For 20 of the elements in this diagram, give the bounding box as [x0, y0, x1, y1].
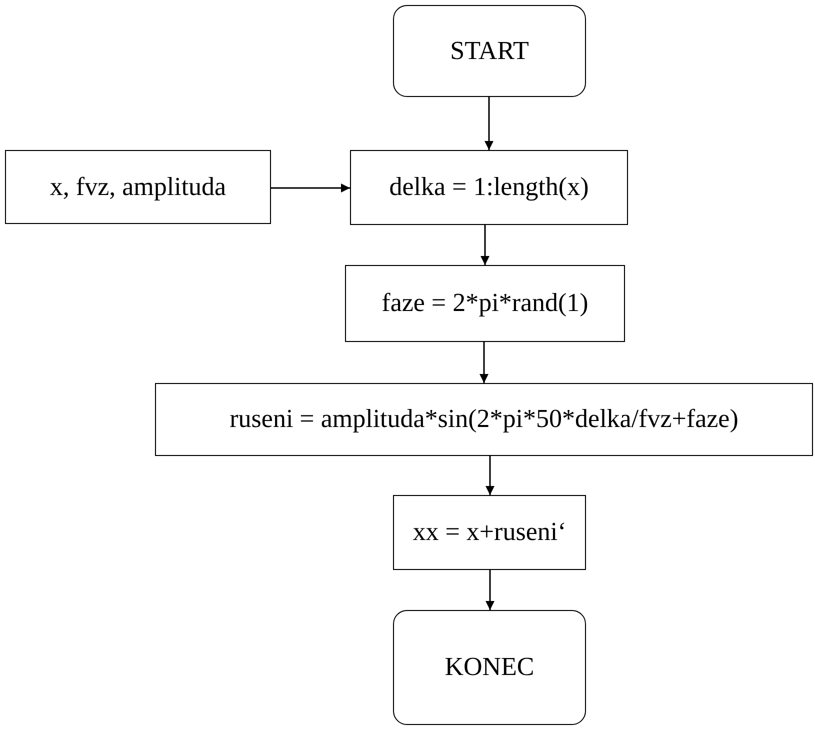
process-box [155, 383, 813, 456]
arrow [480, 342, 488, 383]
arrow [484, 97, 494, 150]
process-box [350, 150, 628, 225]
node-text: delka = 1:length(x) [389, 173, 589, 202]
arrow [486, 456, 494, 495]
node-text: START [450, 36, 529, 66]
terminal-box [393, 5, 586, 97]
node-text: xx = x+ruseni‘ [412, 518, 566, 547]
arrow [486, 570, 494, 610]
node-text: faze = 2*pi*rand(1) [382, 289, 588, 318]
process-box [345, 265, 625, 342]
terminal-box [393, 610, 586, 725]
process-box [5, 150, 271, 224]
node-text: KONEC [444, 653, 534, 682]
node-text: x, fvz, amplituda [50, 172, 226, 202]
node-text: ruseni = amplituda*sin(2*pi*50*delka/fvz+faze) [230, 405, 738, 434]
arrow [480, 225, 490, 265]
arrow [271, 184, 350, 192]
process-box [393, 495, 586, 570]
